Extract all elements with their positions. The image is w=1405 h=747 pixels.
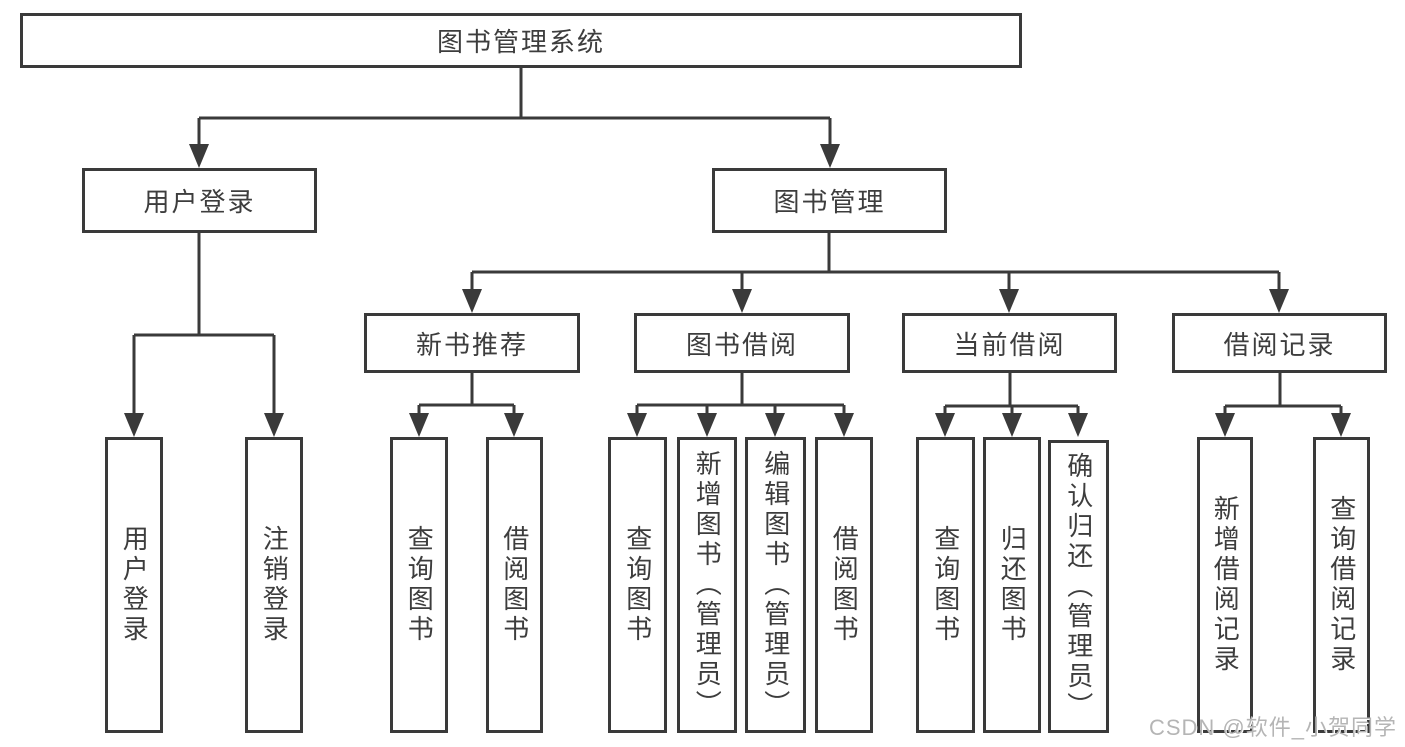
leaf-add-borrow-record: 新增借阅记录	[1197, 437, 1253, 733]
leaf-borrow-books-2: 借阅图书	[815, 437, 873, 733]
leaf-label: 新增图书（管理员）	[692, 450, 723, 720]
node-current-borrow: 当前借阅	[902, 313, 1117, 373]
leaf-add-books-admin: 新增图书（管理员）	[677, 437, 737, 733]
node-book-management: 图书管理	[712, 168, 947, 233]
leaf-query-borrow-record: 查询借阅记录	[1313, 437, 1370, 733]
leaf-user-login: 用户登录	[105, 437, 163, 733]
leaf-edit-books-admin: 编辑图书（管理员）	[745, 437, 806, 733]
leaf-query-books-1: 查询图书	[390, 437, 448, 733]
leaf-label: 新增借阅记录	[1210, 495, 1241, 675]
node-borrow-records: 借阅记录	[1172, 313, 1387, 373]
leaf-confirm-return-admin: 确认归还（管理员）	[1048, 440, 1109, 733]
csdn-watermark: CSDN @软件_小贺同学	[1148, 715, 1397, 740]
leaf-label: 借阅图书	[829, 525, 860, 645]
leaf-label: 确认归还（管理员）	[1063, 451, 1094, 722]
leaf-label: 查询图书	[404, 525, 435, 645]
node-book-borrow: 图书借阅	[634, 313, 850, 373]
leaf-label: 注销登录	[259, 525, 290, 645]
leaf-return-books: 归还图书	[983, 437, 1041, 733]
leaf-label: 用户登录	[119, 525, 150, 645]
leaf-label: 编辑图书（管理员）	[760, 450, 791, 720]
node-user-login: 用户登录	[82, 168, 317, 233]
leaf-logout: 注销登录	[245, 437, 303, 733]
leaf-label: 查询借阅记录	[1326, 495, 1357, 675]
node-new-book-recommend: 新书推荐	[364, 313, 580, 373]
leaf-label: 查询图书	[930, 525, 961, 645]
leaf-query-books-2: 查询图书	[608, 437, 667, 733]
arrowhead-icons	[124, 144, 1351, 437]
node-root: 图书管理系统	[20, 13, 1022, 68]
leaf-query-books-3: 查询图书	[916, 437, 975, 733]
leaf-label: 归还图书	[997, 525, 1028, 645]
leaf-borrow-books-1: 借阅图书	[486, 437, 543, 733]
leaf-label: 借阅图书	[499, 525, 530, 645]
leaf-label: 查询图书	[622, 525, 653, 645]
